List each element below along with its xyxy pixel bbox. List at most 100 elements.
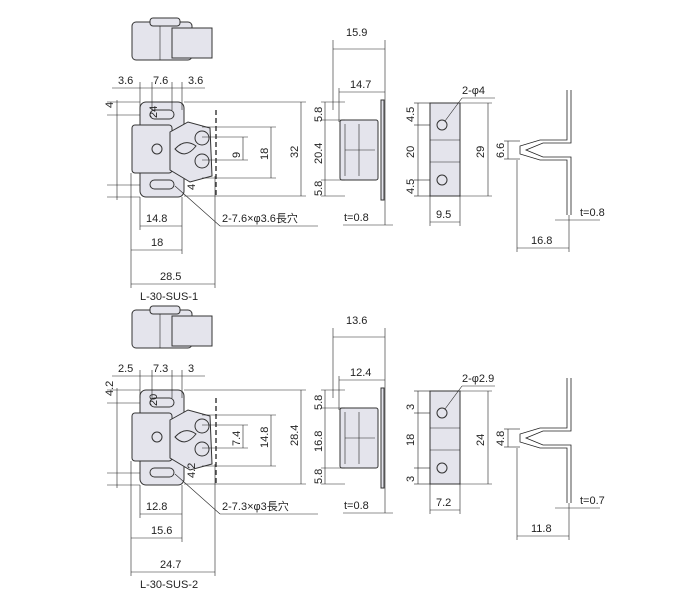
side-view bbox=[339, 387, 385, 489]
dim-plate-top: 3 bbox=[405, 404, 417, 410]
slot-hole bbox=[149, 179, 175, 190]
dim-plate-width: 7.2 bbox=[436, 497, 451, 509]
dim-left-0: 4.2 bbox=[104, 381, 116, 396]
dim-side-top: 5.8 bbox=[313, 107, 325, 122]
dim-bottom-2: 28.5 bbox=[160, 271, 181, 283]
slot-leader bbox=[174, 185, 221, 227]
bracket-outline bbox=[524, 378, 572, 503]
dim-bottom-0: 14.8 bbox=[146, 213, 167, 225]
dim-plate-height: 29 bbox=[475, 146, 487, 158]
dim-left-1: 20 bbox=[148, 394, 160, 406]
dim-right-0: 7.4 bbox=[231, 431, 243, 446]
dim-side-mid: 16.8 bbox=[313, 431, 325, 452]
slot-hole bbox=[149, 109, 175, 120]
dim-side-body: 14.7 bbox=[350, 79, 371, 91]
dim-bracket-gap: 6.6 bbox=[495, 143, 507, 158]
dim-plate-bottom: 3 bbox=[405, 476, 417, 482]
model-label: L-30-SUS-2 bbox=[140, 579, 198, 591]
dim-bracket-thickness: t=0.7 bbox=[580, 495, 605, 507]
roller bbox=[194, 130, 210, 146]
front-view bbox=[131, 389, 217, 486]
roller-top bbox=[171, 315, 213, 347]
strike-plate-view bbox=[429, 102, 461, 197]
mount-plate-edge bbox=[380, 99, 385, 201]
bracket-outline bbox=[519, 378, 568, 503]
dim-top-2: 3 bbox=[188, 363, 194, 375]
dim-plate-width: 9.5 bbox=[436, 209, 451, 221]
dim-top-2: 3.6 bbox=[188, 75, 203, 87]
dim-left-0: 4 bbox=[104, 102, 116, 108]
dim-plate-mid: 18 bbox=[405, 434, 417, 446]
dim-plate-top: 4.5 bbox=[405, 107, 417, 122]
dim-bottom-1: 15.6 bbox=[151, 525, 172, 537]
side-view bbox=[339, 99, 385, 201]
slot-note: 2-7.3×φ3長穴 bbox=[222, 499, 289, 513]
mount-hole bbox=[151, 431, 163, 443]
bracket-outline bbox=[519, 90, 568, 215]
strike-tip bbox=[174, 430, 197, 443]
drawing-l-30-sus-2: 2.5 7.3 3 4.2 20 4.2 7.4 14.8 28.4 12.8 15.6 24.7 2-… bbox=[104, 305, 605, 591]
dim-bottom-1: 18 bbox=[151, 237, 163, 249]
dim-left-1: 24 bbox=[148, 106, 160, 118]
dim-side-bottom: 5.8 bbox=[313, 181, 325, 196]
dim-right-1: 18 bbox=[259, 148, 271, 160]
bracket-profile bbox=[519, 90, 572, 215]
dim-top-0: 2.5 bbox=[118, 363, 133, 375]
dim-side-overall: 13.6 bbox=[346, 315, 367, 327]
dim-right-0: 9 bbox=[231, 152, 243, 158]
dim-right-1: 14.8 bbox=[259, 427, 271, 448]
strike-tip bbox=[174, 142, 197, 155]
slot-hole bbox=[149, 397, 175, 408]
dim-right-2: 28.4 bbox=[289, 425, 301, 446]
mount-plate-edge bbox=[380, 387, 385, 489]
dim-left-2: 4 bbox=[186, 184, 198, 190]
front-view bbox=[131, 101, 217, 198]
drawing-l-30-sus-1: 3.6 7.6 3.6 4 24 4 9 18 32 14.8 18 28.5 2-7.6×φ3.6長穴… bbox=[104, 17, 605, 303]
dim-plate-holes: 2-φ4 bbox=[462, 85, 485, 97]
spring-top bbox=[149, 305, 181, 315]
roller-top bbox=[171, 27, 213, 59]
dim-plate-bottom: 4.5 bbox=[405, 179, 417, 194]
dim-side-thickness: t=0.8 bbox=[344, 500, 369, 512]
plate-hole bbox=[436, 119, 448, 131]
dim-plate-mid: 20 bbox=[405, 146, 417, 158]
dim-bracket-depth: 11.8 bbox=[531, 523, 552, 535]
dim-side-thickness: t=0.8 bbox=[344, 212, 369, 224]
slot-note: 2-7.6×φ3.6長穴 bbox=[222, 211, 298, 225]
dim-bottom-0: 12.8 bbox=[146, 501, 167, 513]
model-label: L-30-SUS-1 bbox=[140, 291, 198, 303]
dim-top-0: 3.6 bbox=[118, 75, 133, 87]
spring-top bbox=[149, 17, 181, 27]
hole-leader bbox=[444, 385, 463, 410]
plate-hole bbox=[436, 174, 448, 186]
slot-hole bbox=[149, 467, 175, 478]
dim-plate-holes: 2-φ2.9 bbox=[462, 373, 494, 385]
plate-hole bbox=[436, 462, 448, 474]
dim-side-bottom: 5.8 bbox=[313, 469, 325, 484]
mount-hole bbox=[151, 143, 163, 155]
dim-bracket-depth: 16.8 bbox=[531, 235, 552, 247]
dim-bottom-2: 24.7 bbox=[160, 559, 181, 571]
dim-bracket-gap: 4.8 bbox=[495, 431, 507, 446]
roller bbox=[194, 418, 210, 434]
dim-top-1: 7.6 bbox=[153, 75, 168, 87]
dim-right-2: 32 bbox=[289, 146, 301, 158]
bracket-outline bbox=[524, 90, 572, 215]
top-view bbox=[131, 305, 213, 349]
dim-top-1: 7.3 bbox=[153, 363, 168, 375]
dim-side-top: 5.8 bbox=[313, 395, 325, 410]
roller-arms bbox=[169, 409, 213, 471]
roller-arms bbox=[169, 121, 213, 183]
top-view bbox=[131, 17, 213, 61]
roller bbox=[194, 153, 210, 169]
plate-hole bbox=[436, 407, 448, 419]
dim-bracket-thickness: t=0.8 bbox=[580, 207, 605, 219]
dim-left-2: 4.2 bbox=[186, 463, 198, 478]
dim-side-mid: 20.4 bbox=[313, 143, 325, 164]
strike-plate-view bbox=[429, 390, 461, 485]
dim-side-overall: 15.9 bbox=[346, 27, 367, 39]
hole-leader bbox=[444, 97, 463, 122]
slot-leader bbox=[174, 473, 221, 515]
